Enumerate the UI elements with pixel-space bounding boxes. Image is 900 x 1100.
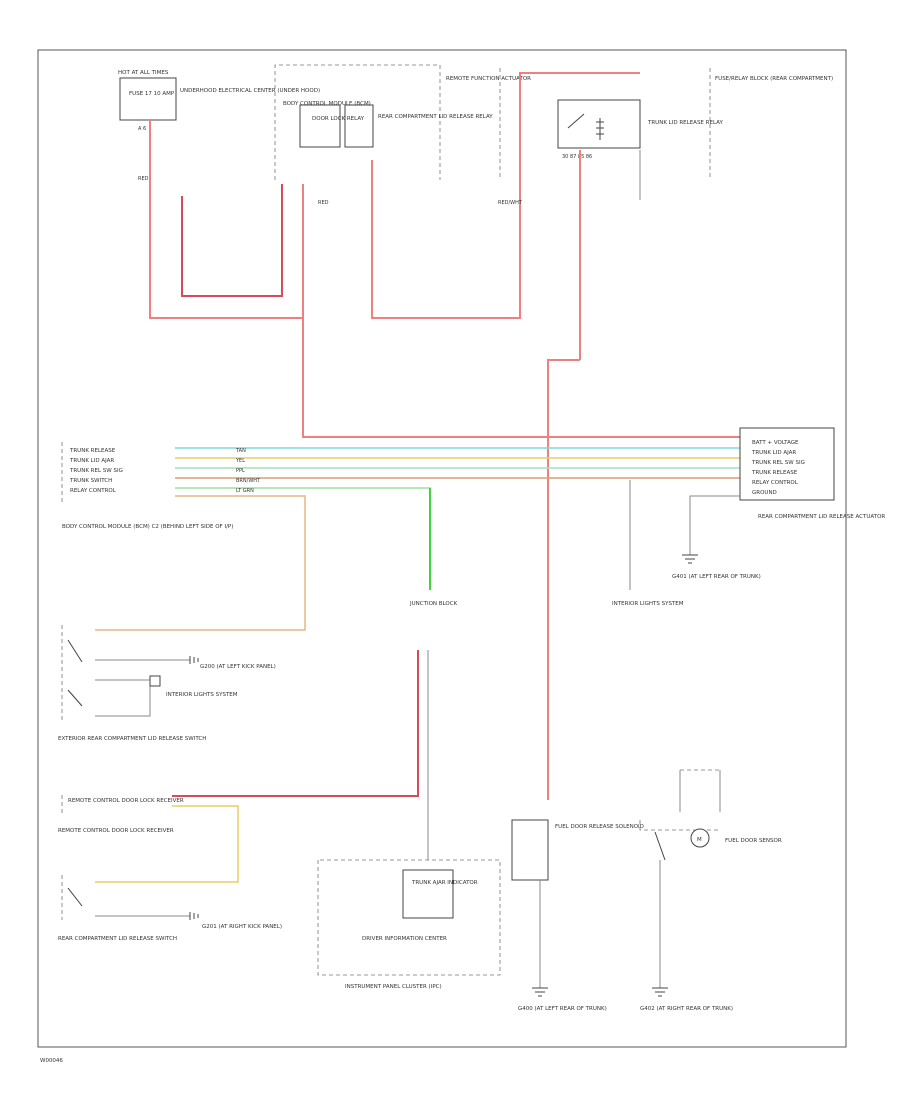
wire-label-tan: TAN	[235, 448, 246, 454]
interior-switch-label: INTERIOR LIGHTS SYSTEM	[166, 692, 238, 698]
junction-block-label: JUNCTION BLOCK	[409, 601, 458, 607]
sensor-motor-glyph: M	[697, 837, 702, 843]
switch-left-upper-label: EXTERIOR REAR COMPARTMENT LID RELEASE SW…	[58, 736, 206, 742]
left-conn-row-1: TRUNK RELEASE	[69, 448, 116, 454]
fuse-block: HOT AT ALL TIMES FUSE 17 10 AMP UNDERHOO…	[118, 70, 320, 132]
left-conn-row-4: TRUNK SWITCH	[69, 478, 112, 484]
fuel-door-sensor-label: FUEL DOOR SENSOR	[725, 838, 782, 844]
fuse-relay-block-label: FUSE/RELAY BLOCK (REAR COMPARTMENT)	[715, 76, 833, 82]
top-wiring: RED RED RED/WHT	[138, 72, 740, 800]
left-conn-row-2: TRUNK LID AJAR	[69, 458, 114, 464]
right-conn-row-3: TRUNK REL SW SIG	[751, 460, 805, 466]
bcm-rfa-module: BODY CONTROL MODULE (BCM) DOOR LOCK RELA…	[274, 64, 531, 180]
ground-right-lower-label: G402 (AT RIGHT REAR OF TRUNK)	[640, 1006, 733, 1012]
remote-control-lower-label: REMOTE CONTROL DOOR LOCK RECEIVER	[58, 828, 174, 834]
trunk-release-relay: TRUNK LID RELEASE RELAY 30 87 85 86 FUSE…	[499, 68, 833, 180]
right-conn-row-6: GROUND	[752, 490, 777, 496]
left-conn-row-5: RELAY CONTROL	[70, 488, 117, 494]
fuel-door-release: FUEL DOOR RELEASE SOLENOID G400 (AT LEFT…	[511, 819, 644, 1012]
rfa-inner-label: REAR COMPARTMENT LID RELEASE RELAY	[378, 114, 493, 120]
wire-label-yel: YEL	[235, 458, 245, 464]
right-connector: BATT + VOLTAGE TRUNK LID AJAR TRUNK REL …	[672, 427, 885, 580]
fuse-block-desc: UNDERHOOD ELECTRICAL CENTER (UNDER HOOD)	[180, 88, 320, 94]
bcm-inner-label: DOOR LOCK RELAY	[312, 116, 365, 122]
rear-control-right-label: REAR COMPARTMENT LID RELEASE ACTUATOR	[758, 514, 885, 520]
rear-control-left-label: BODY CONTROL MODULE (BCM) C2 (BEHIND LEF…	[62, 524, 233, 530]
ground-left-upper-label: G200 (AT LEFT KICK PANEL)	[200, 664, 276, 670]
diagram-border	[37, 49, 847, 1048]
instrument-panel-label: INSTRUMENT PANEL CLUSTER (IPC)	[345, 984, 442, 990]
right-conn-row-1: BATT + VOLTAGE	[752, 440, 799, 446]
right-conn-row-2: TRUNK LID AJAR	[751, 450, 796, 456]
remote-control-row: REMOTE CONTROL DOOR LOCK RECEIVER	[68, 798, 184, 804]
wire-label-red-3: RED/WHT	[498, 200, 523, 206]
remote-control-receiver: REMOTE CONTROL DOOR LOCK RECEIVER REMOTE…	[58, 650, 419, 883]
release-switch: G201 (AT RIGHT KICK PANEL) REAR COMPARTM…	[58, 875, 282, 942]
bcm-top-label: BODY CONTROL MODULE (BCM)	[283, 101, 371, 107]
right-conn-row-4: TRUNK RELEASE	[751, 470, 798, 476]
hot-at-all-times-label: HOT AT ALL TIMES	[118, 70, 169, 76]
fuse-block-pin: A 6	[138, 126, 146, 132]
fuse-label: FUSE 17 10 AMP	[129, 91, 175, 97]
wire-label-red-1: RED	[138, 176, 149, 182]
relay-desc-label: TRUNK LID RELEASE RELAY	[647, 120, 723, 126]
interior-lamps-label: INTERIOR LIGHTS SYSTEM	[612, 601, 684, 607]
footer-code: W00046	[40, 1058, 63, 1064]
left-conn-row-3: TRUNK REL SW SIG	[69, 468, 123, 474]
fuel-door-sensor: M FUEL DOOR SENSOR G402 (AT RIGHT REAR O…	[639, 769, 782, 1012]
bus-wires: TAN YEL PPL BRN/WHT LT GRN	[95, 447, 740, 631]
wire-label-ppl: PPL	[236, 468, 245, 474]
wire-label-red-2: RED	[318, 200, 329, 206]
right-conn-row-5: RELAY CONTROL	[752, 480, 799, 486]
remote-function-actuator-label: REMOTE FUNCTION ACTUATOR	[446, 76, 531, 82]
ground-right-upper-label: G401 (AT LEFT REAR OF TRUNK)	[672, 574, 761, 580]
fuel-door-ground-label: G400 (AT LEFT REAR OF TRUNK)	[518, 1006, 607, 1012]
switch-left-lower-label: REAR COMPARTMENT LID RELEASE SWITCH	[58, 936, 177, 942]
junction-block: JUNCTION BLOCK INTERIOR LIGHTS SYSTEM	[409, 601, 684, 607]
cluster-inner-2: DRIVER INFORMATION CENTER	[362, 936, 447, 942]
ground-left-lower-label: G201 (AT RIGHT KICK PANEL)	[202, 924, 282, 930]
exterior-release-switch: G200 (AT LEFT KICK PANEL) INTERIOR LIGHT…	[58, 625, 276, 742]
cluster-inner-1: TRUNK AJAR INDICATOR	[411, 880, 478, 886]
left-connector: TRUNK RELEASE TRUNK LID AJAR TRUNK REL S…	[61, 442, 233, 530]
wire-label-brn: BRN/WHT	[236, 478, 261, 484]
instrument-panel-cluster: TRUNK AJAR INDICATOR DRIVER INFORMATION …	[317, 650, 501, 990]
fuel-door-release-label: FUEL DOOR RELEASE SOLENOID	[555, 824, 644, 830]
relay-pins-label: 30 87 85 86	[562, 154, 592, 160]
wire-label-ltgrn: LT GRN	[236, 488, 254, 494]
